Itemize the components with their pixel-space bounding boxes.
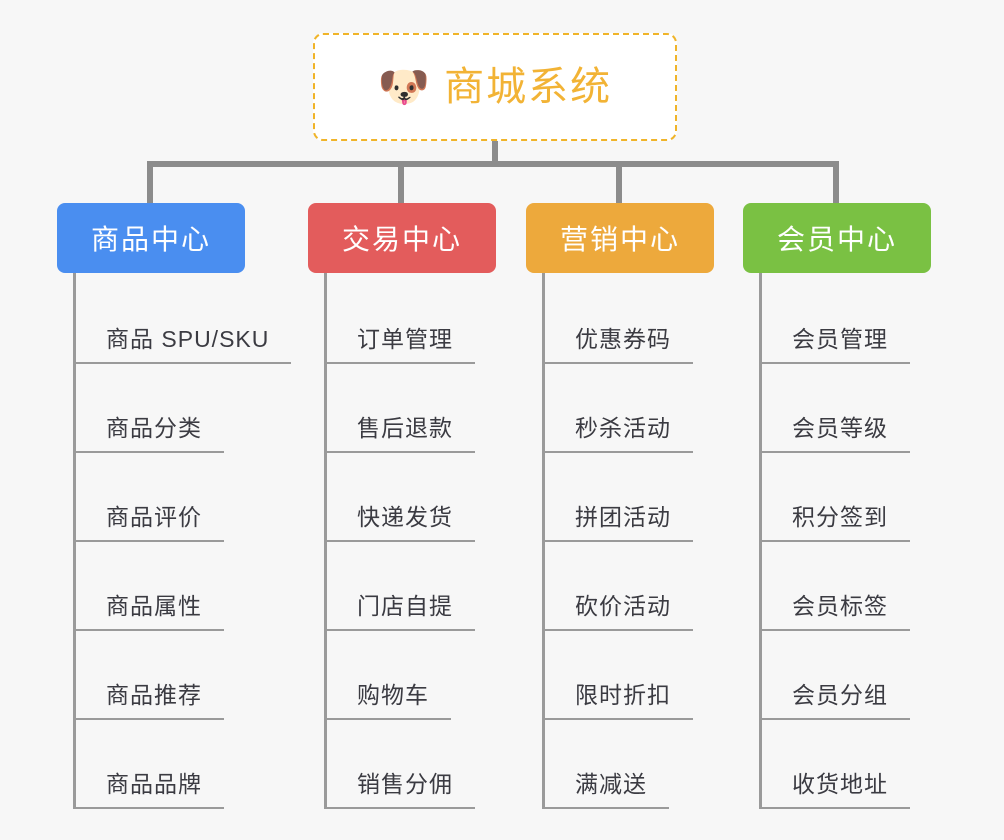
leaf-item-label: 收货地址 [762, 773, 910, 809]
connector-drop-3 [616, 161, 622, 203]
leaf-item-label: 满减送 [545, 773, 669, 809]
branch-column-1: 商品中心 商品 SPU/SKU 商品分类 商品评价 商品属性 商品推荐 商品品牌 [57, 203, 307, 809]
branch-header-label: 营销中心 [559, 224, 680, 255]
leaf-item[interactable]: 会员管理 [762, 275, 967, 364]
leaf-item-label: 商品分类 [76, 417, 224, 453]
leaf-item[interactable]: 购物车 [327, 631, 532, 720]
leaf-item-label: 限时折扣 [545, 684, 693, 720]
root-title: 商城系统 [444, 65, 613, 109]
leaf-item-label: 拼团活动 [545, 506, 693, 542]
branch-leaf-stack-3: 优惠券码 秒杀活动 拼团活动 砍价活动 限时折扣 满减送 [542, 273, 750, 809]
branch-header-2[interactable]: 交易中心 [308, 203, 496, 273]
leaf-item-label: 商品评价 [76, 506, 224, 542]
branch-header-label: 会员中心 [776, 224, 897, 255]
leaf-item[interactable]: 收货地址 [762, 720, 967, 809]
leaf-item-label: 订单管理 [327, 328, 475, 364]
leaf-item-label: 销售分佣 [327, 773, 475, 809]
connector-drop-2 [398, 161, 404, 203]
branch-column-4: 会员中心 会员管理 会员等级 积分签到 会员标签 会员分组 收货地址 [743, 203, 967, 809]
leaf-item-label: 会员等级 [762, 417, 910, 453]
branch-leaf-stack-1: 商品 SPU/SKU 商品分类 商品评价 商品属性 商品推荐 商品品牌 [73, 273, 307, 809]
leaf-item-label: 砍价活动 [545, 595, 693, 631]
branch-header-label: 交易中心 [341, 224, 462, 255]
branch-leaf-stack-4: 会员管理 会员等级 积分签到 会员标签 会员分组 收货地址 [759, 273, 967, 809]
leaf-item-label: 优惠券码 [545, 328, 693, 364]
connector-root-stem [492, 141, 498, 167]
connector-drop-4 [833, 161, 839, 203]
leaf-item[interactable]: 商品属性 [76, 542, 307, 631]
connector-horizontal-bus [147, 161, 839, 167]
leaf-item[interactable]: 快递发货 [327, 453, 532, 542]
leaf-item[interactable]: 满减送 [545, 720, 750, 809]
leaf-item[interactable]: 砍价活动 [545, 542, 750, 631]
leaf-item-label: 积分签到 [762, 506, 910, 542]
leaf-item[interactable]: 售后退款 [327, 364, 532, 453]
leaf-item-label: 售后退款 [327, 417, 475, 453]
branch-column-2: 交易中心 订单管理 售后退款 快递发货 门店自提 购物车 销售分佣 [308, 203, 532, 809]
branch-header-3[interactable]: 营销中心 [526, 203, 714, 273]
leaf-item[interactable]: 会员分组 [762, 631, 967, 720]
leaf-item[interactable]: 商品推荐 [76, 631, 307, 720]
leaf-item[interactable]: 商品评价 [76, 453, 307, 542]
leaf-item[interactable]: 商品 SPU/SKU [76, 275, 307, 364]
leaf-item[interactable]: 会员等级 [762, 364, 967, 453]
branch-header-4[interactable]: 会员中心 [743, 203, 931, 273]
shiba-dog-face-icon: 🐶 [377, 63, 431, 110]
leaf-item[interactable]: 优惠券码 [545, 275, 750, 364]
leaf-item-label: 会员分组 [762, 684, 910, 720]
leaf-item[interactable]: 会员标签 [762, 542, 967, 631]
leaf-item-label: 商品推荐 [76, 684, 224, 720]
branch-column-3: 营销中心 优惠券码 秒杀活动 拼团活动 砍价活动 限时折扣 满减送 [526, 203, 750, 809]
leaf-item[interactable]: 商品分类 [76, 364, 307, 453]
leaf-item-label: 商品属性 [76, 595, 224, 631]
leaf-item-label: 门店自提 [327, 595, 475, 631]
leaf-item-label: 购物车 [327, 684, 451, 720]
leaf-item[interactable]: 拼团活动 [545, 453, 750, 542]
branch-header-1[interactable]: 商品中心 [57, 203, 245, 273]
leaf-item-label: 商品品牌 [76, 773, 224, 809]
leaf-item-label: 会员标签 [762, 595, 910, 631]
leaf-item-label: 秒杀活动 [545, 417, 693, 453]
branch-leaf-stack-2: 订单管理 售后退款 快递发货 门店自提 购物车 销售分佣 [324, 273, 532, 809]
leaf-item-label: 快递发货 [327, 506, 475, 542]
leaf-item[interactable]: 积分签到 [762, 453, 967, 542]
leaf-item[interactable]: 门店自提 [327, 542, 532, 631]
leaf-item[interactable]: 销售分佣 [327, 720, 532, 809]
leaf-item[interactable]: 限时折扣 [545, 631, 750, 720]
connector-drop-1 [147, 161, 153, 203]
leaf-item[interactable]: 秒杀活动 [545, 364, 750, 453]
root-node[interactable]: 🐶 商城系统 [313, 33, 677, 141]
leaf-item-label: 商品 SPU/SKU [76, 328, 292, 364]
branch-header-label: 商品中心 [90, 224, 211, 255]
leaf-item-label: 会员管理 [762, 328, 910, 364]
leaf-item[interactable]: 商品品牌 [76, 720, 307, 809]
leaf-item[interactable]: 订单管理 [327, 275, 532, 364]
